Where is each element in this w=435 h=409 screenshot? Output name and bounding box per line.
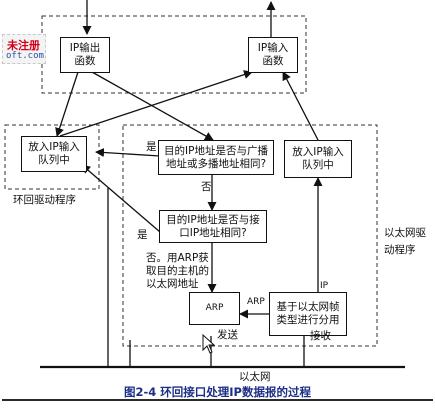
dest-check2-line2: 口IP地址相同?: [179, 226, 247, 239]
arrow-check1-yes: [95, 148, 161, 157]
watermark-text-1: 未注册: [7, 39, 40, 52]
arrow-loop-to-input: [59, 70, 253, 137]
enqueue-right-line1: 放入IP输入: [292, 146, 344, 158]
send-label: 发送: [217, 329, 238, 341]
enqueue-right-box: 放入IP输入队列中: [284, 140, 352, 178]
ip-output-line2: 函数: [74, 55, 96, 67]
dest-check1-line2: 地址或多播地址相同?: [165, 157, 267, 170]
no-label-1: 否: [201, 181, 212, 193]
dest-check1-box: 目的IP地址是否与广播地址或多播地址相同?: [158, 140, 274, 175]
mouse-cursor-icon: [202, 334, 216, 354]
enqueue-right-line2: 队列中: [302, 159, 334, 171]
arrow-out-to-loop: [55, 71, 79, 137]
ip-input-func-line2: 函数: [262, 55, 284, 67]
enqueue-left-box: 放入IP输入队列中: [21, 136, 87, 172]
watermark-text-2: oft.com: [6, 51, 44, 61]
arp-arrow-label: ARP: [247, 297, 265, 307]
receive-label: 接收: [310, 330, 331, 342]
no-arp-line1: 否。用ARP获: [146, 252, 209, 264]
ethernet-demux-line1: 基于以太网帧: [276, 301, 340, 313]
arrow-check2-yes: [81, 164, 161, 233]
loopback-driver-label: 环回驱动程序: [13, 194, 76, 206]
dest-check2-box: 目的IP地址是否与接口IP地址相同?: [159, 210, 267, 243]
ethernet-driver-line1: 以太网驱: [384, 227, 426, 239]
watermark: 未注册 oft.com: [2, 34, 46, 64]
dest-check1-line1: 目的IP地址是否与广播: [164, 144, 268, 157]
arp-label: ARP: [205, 303, 224, 313]
arp-box: ARP: [189, 292, 240, 325]
yes-label-2: 是: [137, 229, 148, 241]
ethernet-demux-line2: 类型进行分用: [276, 314, 340, 326]
ip-arrow-label: IP: [320, 281, 329, 291]
enqueue-left-line2: 队列中: [38, 154, 70, 166]
ethernet-label: 以太网: [239, 371, 271, 383]
yes-label-1: 是: [146, 141, 157, 153]
enqueue-left-line1: 放入IP输入: [28, 141, 80, 153]
ethernet-driver-label: 以太网驱 动程序: [384, 227, 426, 257]
top-dashed-region: [41, 15, 307, 94]
ip-output-line1: IP输出: [69, 42, 101, 54]
arrow-out-to-check1: [91, 71, 214, 141]
no-arp-line2: 取目的主机的: [146, 265, 209, 277]
ethernet-driver-line2: 动程序: [384, 244, 416, 256]
dest-check2-line1: 目的IP地址是否与接: [166, 213, 260, 226]
no-arp-label: 否。用ARP获 取目的主机的 以太网地址: [146, 252, 209, 291]
ip-input-func-line1: IP输入: [257, 42, 289, 54]
bottom-border: [2, 399, 433, 401]
no-arp-line3: 以太网地址: [146, 278, 199, 290]
loopback-dashed-region: [4, 124, 100, 190]
ethernet-demux-box: 基于以太网帧类型进行分用: [269, 292, 347, 336]
ethernet-dashed-region: [122, 124, 378, 347]
arrow-right-to-input: [282, 71, 319, 141]
ip-output-box: IP输出函数: [60, 37, 110, 73]
ip-input-func-box: IP输入函数: [248, 37, 298, 73]
figure-caption: 图2-4 环回接口处理IP数据报的过程: [124, 385, 311, 399]
